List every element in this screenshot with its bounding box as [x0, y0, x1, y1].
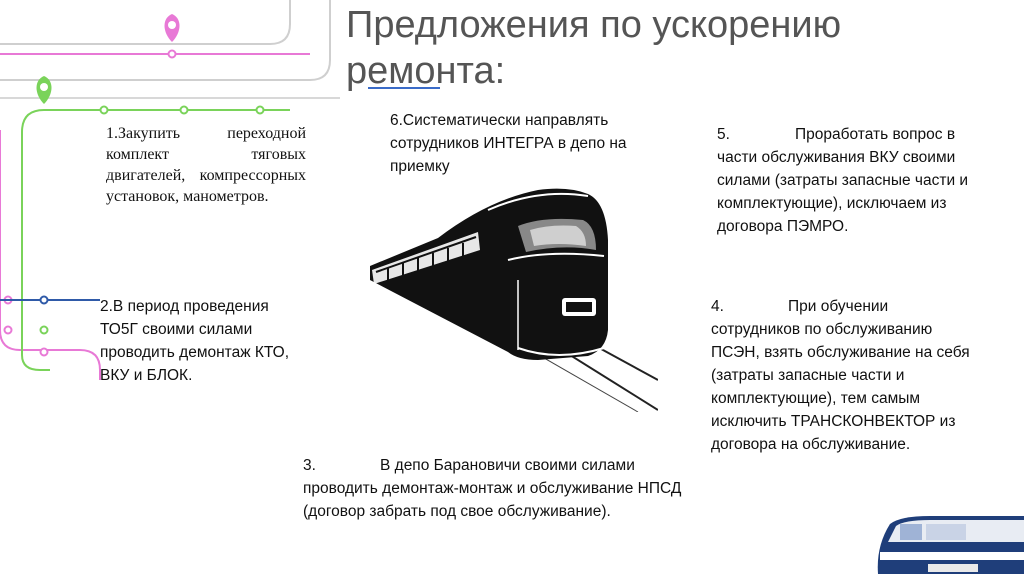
item-5-number: 5. — [717, 126, 730, 143]
train-illustration — [370, 188, 658, 412]
bus-illustration — [877, 516, 1024, 574]
proposal-item-4: 4.При обучении сотрудников по обслуживан… — [711, 295, 971, 456]
green-location-pin-icon — [36, 76, 52, 104]
proposal-item-2: 2.В период проведения ТО5Г своими силами… — [100, 298, 290, 384]
title-line-2: ремонта: — [346, 50, 506, 92]
proposal-item-6: 6.Систематически направлять сотрудников … — [390, 112, 627, 175]
item-5-text: Проработать вопрос в части обслуживания … — [717, 126, 969, 235]
proposal-item-1: 1.Закупить переходной комплект тяговых д… — [106, 125, 306, 205]
item-4-text: При обучении сотрудников по обслуживанию… — [711, 298, 970, 453]
item-3-number: 3. — [303, 457, 316, 474]
pink-location-pin-icon — [164, 14, 180, 42]
metro-map-decoration — [0, 0, 340, 380]
item-3-text: В депо Барановичи своими силами проводит… — [303, 457, 682, 520]
title-line-1: Предложения по ускорению — [346, 4, 842, 46]
page-title: Предложения по ускорению ремонта: — [346, 2, 841, 94]
item-4-number: 4. — [711, 298, 724, 315]
proposal-item-3: 3.В депо Барановичи своими силами провод… — [303, 454, 683, 523]
proposal-item-5: 5.Проработать вопрос в части обслуживани… — [717, 123, 982, 238]
title-underline — [368, 87, 440, 89]
